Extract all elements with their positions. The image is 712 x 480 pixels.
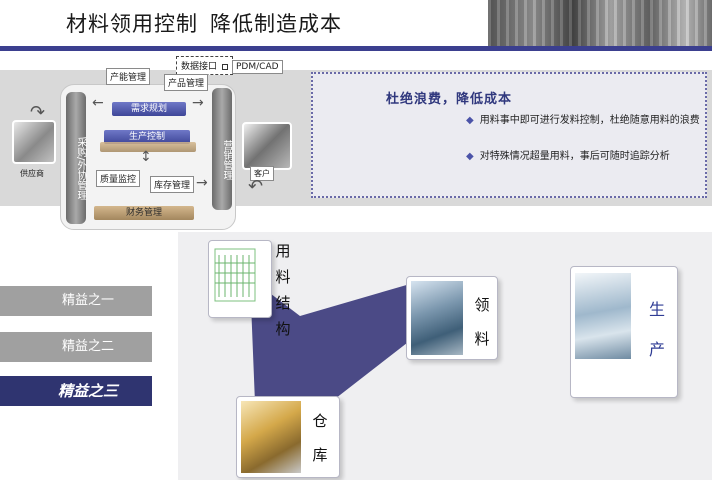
slide-header: 材料领用控制降低制造成本 [0,0,712,46]
customer-caption: 客户 [250,166,274,181]
callout-bullet-1: ◆ 用料事中即可进行发料控制，杜绝随意用料的浪费 [466,112,702,129]
down-arrow-icon: ↕ [140,149,152,165]
bullet-1-text: 用料事中即可进行发料控制，杜绝随意用料的浪费 [479,115,700,126]
structure-card[interactable] [208,240,272,318]
production-control-base [100,142,196,152]
purchase-outsourcing-bar: 采购/外协管理 [66,92,86,224]
left-arrow-icon: ← [92,95,104,111]
title-part-1: 材料领用控制 [66,12,198,36]
interface-square-icon [221,63,228,70]
production-card[interactable] [570,266,678,398]
capacity-mgmt-node: 产能管理 [106,68,151,85]
title-part-2: 降低制造成本 [210,12,342,36]
bullet-2-text: 对特殊情况超量用料，事后可随时追踪分析 [479,151,670,162]
curved-arrow-icon: ↷ [30,102,46,123]
warehouse-label: 仓库 [312,412,328,464]
right-arrow-icon: → [192,95,204,111]
customer-photo [242,122,292,170]
pick-label: 领料 [474,296,490,348]
pick-photo [411,281,463,355]
header-divider [0,46,712,51]
header-factory-photo [488,0,712,46]
material-flow-panel: 用料结构 领料 生产 仓库 [178,232,712,480]
quality-inspection-node: 质量监控 [96,170,141,187]
production-label: 生产 [648,300,665,359]
warehouse-photo [241,401,301,473]
demand-planning-node: 需求规划 [112,102,186,116]
pick-card[interactable] [406,276,498,360]
bom-sheet-icon [214,248,256,302]
menu-item-lean-3[interactable]: 精益之三 [0,376,152,406]
supplier-caption: 供应商 [20,169,44,178]
supplier-photo [12,120,56,164]
menu-item-lean-2[interactable]: 精益之二 [0,332,152,362]
finance-mgmt-node: 财务管理 [94,206,194,220]
production-photo [575,273,631,359]
inventory-mgmt-node: 库存管理 [150,176,195,193]
diamond-bullet-icon: ◆ [466,115,474,126]
diamond-bullet-icon: ◆ [466,151,474,162]
page-title: 材料领用控制降低制造成本 [66,8,342,38]
menu-item-lean-1[interactable]: 精益之一 [0,286,152,316]
pdm-cad-node: PDM/CAD [232,60,283,74]
callout-title: 杜绝浪费，降低成本 [386,92,513,107]
production-control-node: 生产控制 [104,130,190,144]
structure-label: 用料结构 [275,242,291,338]
product-mgmt-node: 产品管理 [164,74,209,91]
marketing-bar: 营销管理 [212,88,232,210]
data-interface-label: 数据接口 [181,62,218,72]
callout-bullet-2: ◆ 对特殊情况超量用料，事后可随时追踪分析 [466,148,702,165]
data-interface-node: 数据接口 [176,56,233,75]
info-callout [311,72,707,198]
right-arrow-icon-2: → [196,175,208,191]
curved-arrow-icon-2: ↶ [248,176,264,197]
warehouse-card[interactable] [236,396,340,478]
